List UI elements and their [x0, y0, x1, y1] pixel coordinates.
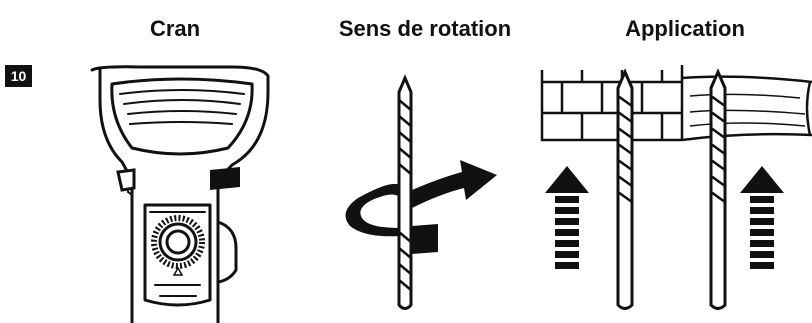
- application-bit-right: [709, 68, 727, 310]
- application-bit-left: [616, 68, 634, 310]
- push-up-arrow-icon: [545, 166, 589, 269]
- drill-grip-band: [210, 167, 240, 190]
- header-cran: Cran: [149, 16, 201, 41]
- header-sens-de-rotation: Sens de rotation: [338, 16, 512, 41]
- gear-selector-dial[interactable]: [151, 215, 205, 276]
- drill-side-hook: [116, 168, 136, 192]
- clockwise-rotation-arrow-icon: [345, 160, 497, 254]
- drill-bit-icon: [397, 74, 413, 310]
- push-up-arrow-icon: [740, 166, 784, 269]
- brick-wall-icon: [540, 65, 684, 142]
- wood-board-icon: [681, 75, 812, 142]
- drill-handle-icon: [90, 65, 270, 323]
- header-application: Application: [625, 16, 745, 41]
- figure-number-badge: 10: [5, 65, 32, 87]
